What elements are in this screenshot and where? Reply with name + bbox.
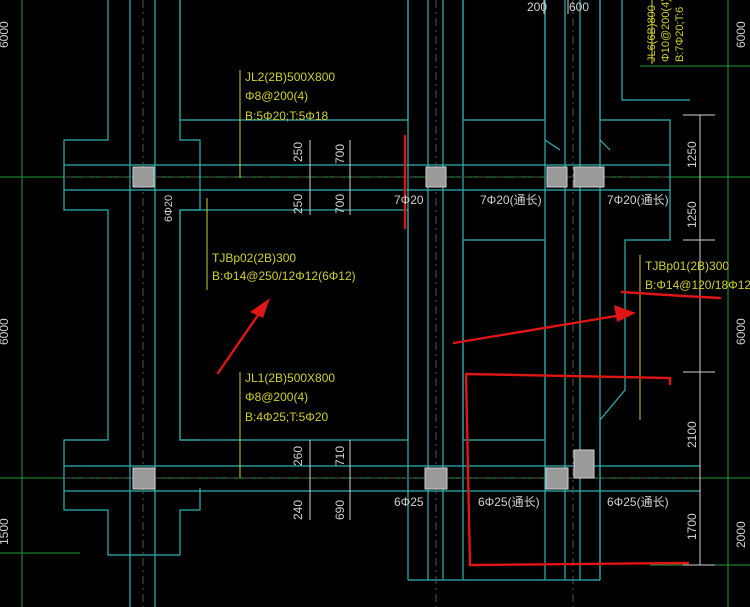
- markup-line: [620, 290, 722, 300]
- rebar-bottom-label: 6Φ25(通长): [607, 495, 669, 509]
- tjb01-line2: B:Φ14@120/18Φ12: [645, 278, 750, 292]
- labels: JL2(2B)500X800 Φ8@200(4) B:5Φ20;T:5Φ18 T…: [0, 0, 750, 548]
- dim-mid: 250: [291, 142, 305, 162]
- rebar-left-label: 6Φ20: [163, 195, 175, 222]
- foundation-outline: [63, 0, 201, 556]
- markup-outline: [464, 372, 690, 567]
- jl2-line1: JL2(2B)500X800: [245, 70, 335, 84]
- foundation-outline: [599, 0, 671, 580]
- tjb01-line1: TJBp01(2B)300: [645, 259, 729, 273]
- column: [132, 467, 156, 490]
- markup-arrowhead: [250, 298, 270, 318]
- jl1-line2: Φ8@200(4): [245, 390, 308, 404]
- dim-right-inner: 2100: [685, 421, 699, 448]
- jl6-line2: Φ10@200(4): [660, 0, 672, 62]
- dim-right: 6000: [734, 21, 748, 48]
- columns: [132, 166, 605, 490]
- rebar-top-label: 7Φ20: [394, 193, 424, 207]
- column: [546, 166, 568, 188]
- foundation-outline: [621, 0, 690, 101]
- dimension-lines: [309, 0, 715, 566]
- markup-arrowhead: [614, 305, 636, 322]
- dim-mid: 700: [333, 144, 347, 164]
- slab-outline: [179, 209, 409, 441]
- rebar-top-label: 7Φ20(通长): [480, 193, 542, 207]
- column: [545, 467, 569, 490]
- foundation-outline: [462, 0, 546, 121]
- dim-mid: 260: [291, 446, 305, 466]
- markup-arrow-shaft: [452, 312, 630, 345]
- dim-mid: 240: [291, 500, 305, 520]
- red-markup: [216, 134, 722, 567]
- jl1-line3: B:4Φ25;T:5Φ20: [245, 410, 329, 424]
- leader-lines: [206, 0, 653, 478]
- rebar-bottom-label: 6Φ25: [394, 495, 424, 509]
- dim-right-inner: 1250: [685, 141, 699, 168]
- jl6-line3: B:7Φ20;T:6: [674, 7, 686, 62]
- dim-top: 600: [569, 0, 589, 14]
- jl2-line2: Φ8@200(4): [245, 89, 308, 103]
- dim-mid: 710: [333, 446, 347, 466]
- dim-left: 6000: [0, 21, 11, 48]
- dim-right-inner: 1250: [685, 201, 699, 228]
- jl6-line1: JL6(6B)800: [646, 5, 658, 62]
- dim-mid: 700: [333, 194, 347, 214]
- foundation-outline: [544, 139, 611, 151]
- rebar-bottom-label: 6Φ25(通长): [478, 495, 540, 509]
- dim-mid: 250: [291, 194, 305, 214]
- tjb02-line2: B:Φ14@250/12Φ12(6Φ12): [212, 269, 356, 283]
- column: [573, 449, 595, 479]
- foundation-outlines: [63, 0, 700, 607]
- column: [424, 467, 448, 490]
- dim-top: 200: [527, 0, 547, 14]
- jl1-line1: JL1(2B)500X800: [245, 371, 335, 385]
- column: [573, 166, 605, 188]
- column: [132, 166, 155, 188]
- dim-right: 2000: [734, 521, 748, 548]
- column: [425, 166, 447, 188]
- tjb02-line1: TJBp02(2B)300: [212, 251, 296, 265]
- dim-right: 6000: [734, 318, 748, 345]
- markup-arrow-shaft: [216, 303, 267, 375]
- centre-lines: [64, 0, 700, 607]
- dim-left: 6000: [0, 318, 11, 345]
- dim-right-inner: 1700: [685, 513, 699, 540]
- dim-left: 1500: [0, 518, 11, 545]
- jl2-line3: B:5Φ20;T:5Φ18: [245, 109, 329, 123]
- rebar-top-label: 7Φ20(通长): [607, 193, 669, 207]
- dim-mid: 690: [333, 500, 347, 520]
- foundation-outline: [179, 0, 201, 441]
